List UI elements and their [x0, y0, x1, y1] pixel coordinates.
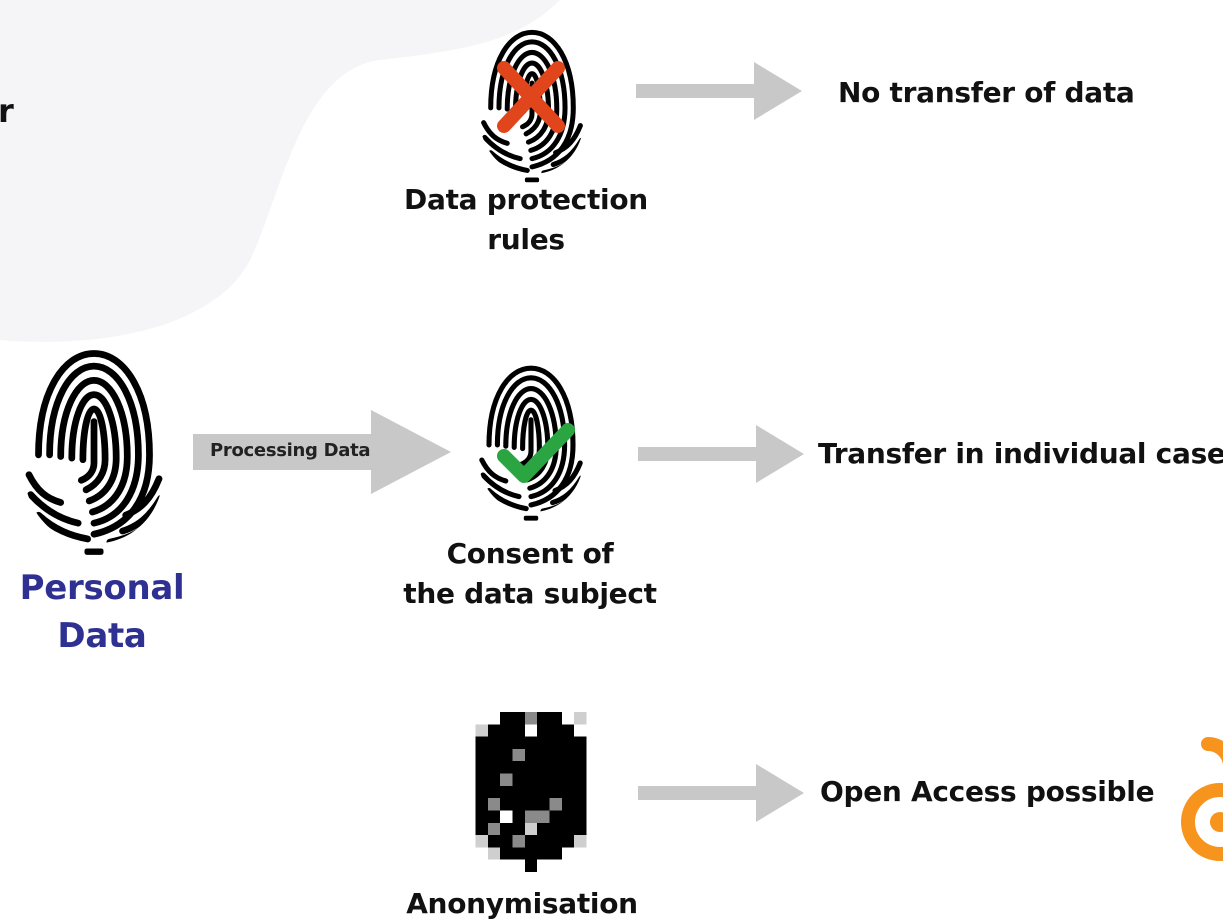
- protection-label: Data protection rules: [396, 180, 656, 260]
- protection-outcome-text: No transfer of data: [838, 76, 1135, 109]
- protection-label-line1: Data protection: [404, 183, 648, 216]
- consent-label: Consent of the data subject: [400, 534, 660, 614]
- consent-label-line1: Consent of: [446, 537, 614, 570]
- processing-arrow: [193, 410, 451, 494]
- cross-icon: [497, 61, 565, 133]
- processing-arrow-label: Processing Data: [210, 440, 371, 461]
- protection-outcome-arrow: [636, 62, 802, 120]
- anonymisation-outcome-text: Open Access possible: [820, 775, 1155, 808]
- consent-outcome-text: Transfer in individual cases: [818, 437, 1223, 470]
- protection-label-line2: rules: [487, 223, 565, 256]
- personal-data-label: Personal Data: [0, 564, 204, 660]
- consent-outcome-arrow: [638, 425, 804, 483]
- anonymisation-outcome-arrow: [638, 764, 804, 822]
- pixelated-fingerprint-icon: [475, 712, 587, 872]
- anonymisation-label: Anonymisation: [406, 887, 638, 920]
- personal-data-fingerprint-icon: [14, 336, 174, 558]
- check-icon: [497, 423, 575, 483]
- cropped-text-fragment: r: [0, 92, 14, 130]
- personal-data-label-line2: Data: [57, 616, 147, 656]
- personal-data-label-line1: Personal: [19, 568, 185, 608]
- open-access-icon: [1181, 737, 1223, 861]
- consent-label-line2: the data subject: [403, 577, 657, 610]
